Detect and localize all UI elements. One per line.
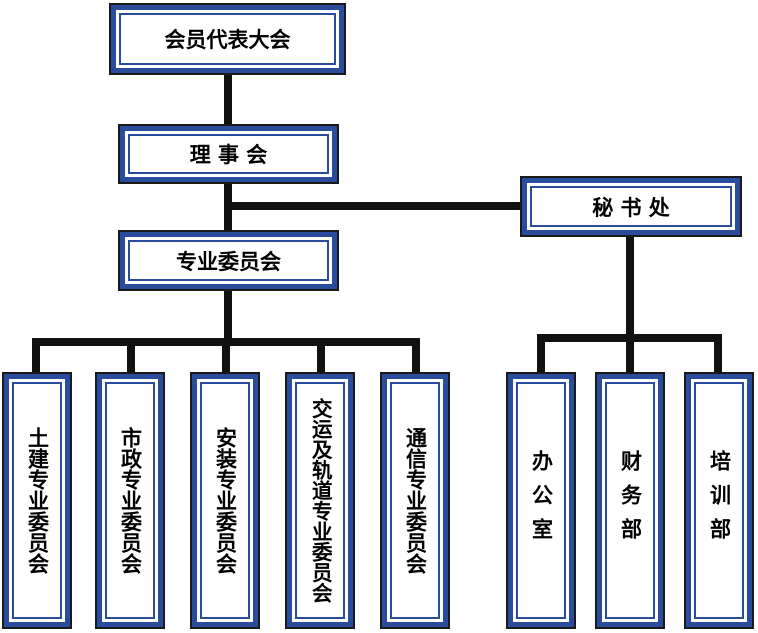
node-council-label: 理 事 会 [189,143,268,167]
node-secretariat: 秘 书 处 [520,176,742,237]
node-professional-committee: 专业委员会 [118,230,339,291]
node-training: 培训部 [684,372,754,629]
node-installation-committee: 安装专业委员会 [190,372,260,629]
node-member-assembly-label: 会员代表大会 [164,28,291,52]
node-office-label: 办公室 [529,449,554,552]
node-communication-committee-label: 通信专业委员会 [403,427,428,574]
node-transport-rail-committee-label: 交运及轨道专业委员会 [308,398,333,603]
node-member-assembly: 会员代表大会 [109,3,346,75]
node-professional-committee-label: 专业委员会 [176,249,281,274]
node-secretariat-label: 秘 书 处 [592,195,670,220]
node-training-label: 培训部 [707,449,732,552]
node-civil-committee: 土建专业委员会 [2,372,72,629]
node-finance: 财务部 [595,372,665,629]
node-transport-rail-committee: 交运及轨道专业委员会 [285,372,355,629]
node-municipal-committee: 市政专业委员会 [95,372,165,629]
node-office: 办公室 [506,372,576,629]
node-installation-committee-label: 安装专业委员会 [213,427,238,574]
node-finance-label: 财务部 [618,449,643,552]
node-municipal-committee-label: 市政专业委员会 [118,427,143,574]
node-civil-committee-label: 土建专业委员会 [25,427,50,574]
node-communication-committee: 通信专业委员会 [380,372,450,629]
node-council: 理 事 会 [118,124,339,184]
